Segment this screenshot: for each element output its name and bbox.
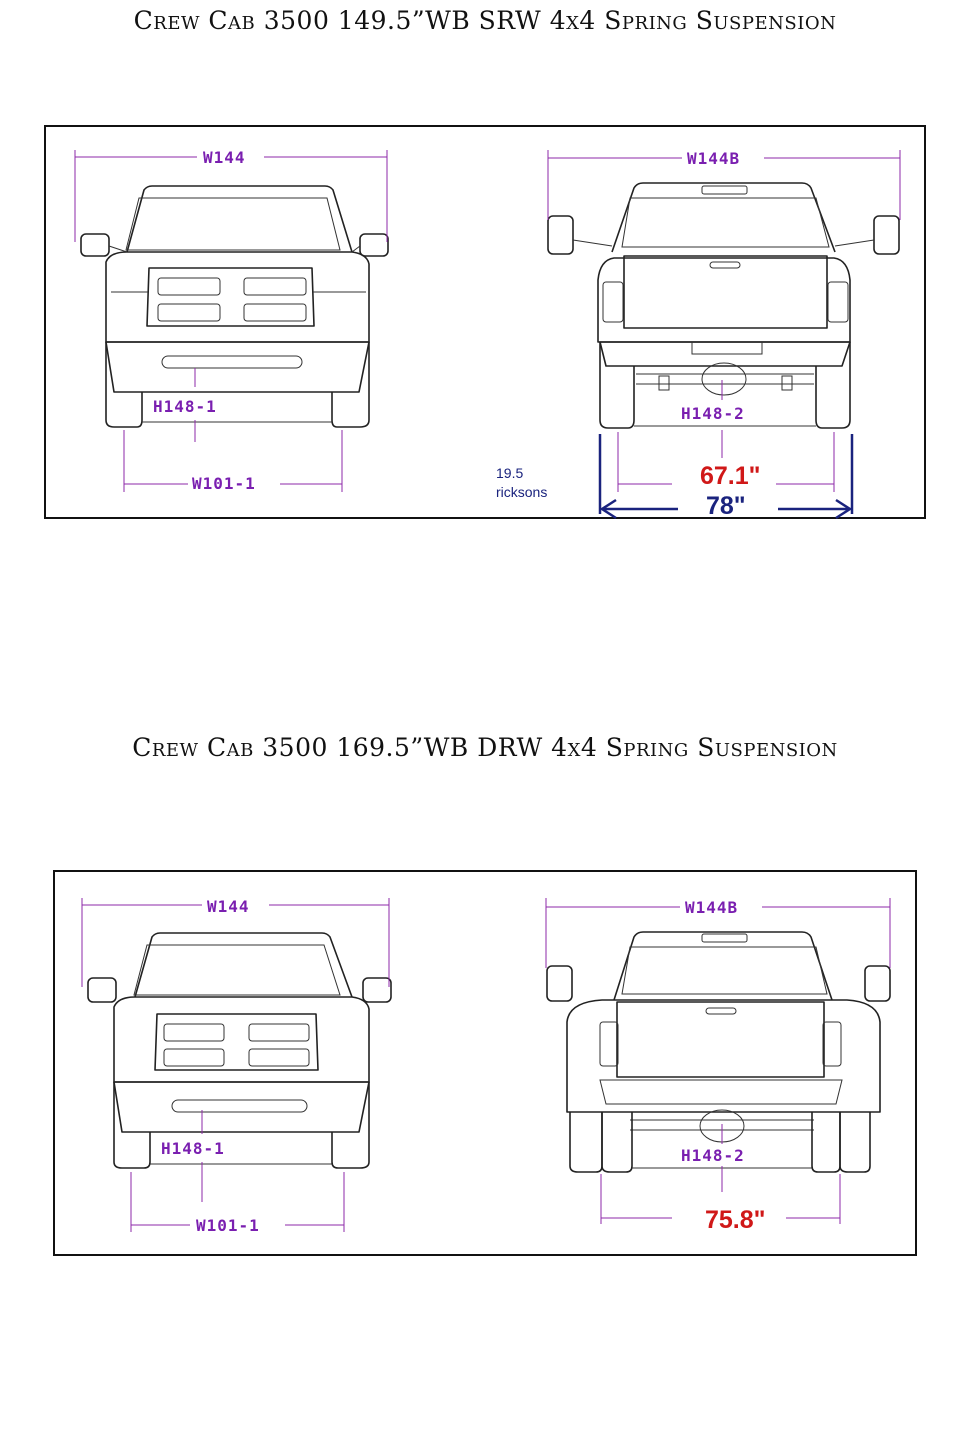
front-view-truck — [87, 932, 392, 1169]
front-track-label: W101-1 — [196, 1216, 260, 1235]
diagram-title-srw: Crew Cab 3500 149.5”WB SRW 4x4 Spring Su… — [133, 6, 837, 35]
front-view-truck — [80, 185, 389, 428]
rear-width-label: W144B — [687, 149, 740, 168]
front-dimensions — [74, 150, 388, 492]
rear-track-value: 75.8" — [705, 1206, 766, 1234]
srw-drawing: W144 H148-1 W101-1 W144B H148-2 67.1" 78… — [74, 148, 901, 520]
rear-view-truck — [547, 182, 900, 429]
wheel-note-line1: 19.5 — [496, 465, 523, 481]
rear-track-value: 67.1" — [700, 462, 761, 490]
diagram-title-drw: Crew Cab 3500 169.5”WB DRW 4x4 Spring Su… — [132, 733, 838, 762]
front-width-label: W144 — [207, 897, 250, 916]
rear-width-label: W144B — [685, 898, 738, 917]
rear-height-label: H148-2 — [681, 404, 745, 423]
srw-drawing-panel: W144 H148-1 W101-1 W144B H148-2 67.1" 78… — [44, 125, 926, 520]
front-width-label: W144 — [203, 148, 246, 167]
front-height-label: H148-1 — [161, 1139, 225, 1158]
drw-drawing: W144 H148-1 W101-1 W144B H148-2 75.8" — [81, 897, 891, 1235]
wheel-note-line2: ricksons — [496, 484, 547, 500]
drw-drawing-panel: W144 H148-1 W101-1 W144B H148-2 75.8" — [53, 870, 917, 1256]
rear-view-truck-dually — [546, 931, 891, 1173]
rear-dimensions — [547, 150, 901, 520]
rear-dimensions — [545, 898, 891, 1224]
rear-height-label: H148-2 — [681, 1146, 745, 1165]
front-height-label: H148-1 — [153, 397, 217, 416]
rear-outer-value: 78" — [706, 492, 746, 520]
front-dimensions — [81, 898, 390, 1232]
front-track-label: W101-1 — [192, 474, 256, 493]
